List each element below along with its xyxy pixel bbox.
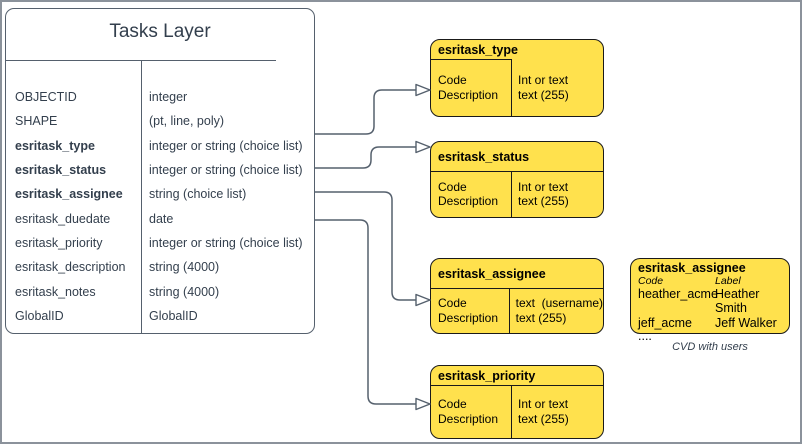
cvd-title: esritask_status (438, 149, 530, 164)
field-type: string (4000) (149, 284, 220, 299)
cvd-cell: Int or text (518, 179, 569, 194)
cvd-cell: text (255) (518, 411, 569, 426)
arrowheads (415, 83, 431, 411)
cvd-cell: Description (438, 411, 499, 426)
cvd-cell: Int or text (518, 397, 569, 411)
field-name: esritask_description (15, 260, 126, 275)
cvd-title: esritask_type (438, 42, 518, 57)
field-type: (pt, line, poly) (149, 114, 225, 129)
cvd-right-column: Int or text text (255) (512, 59, 569, 116)
field-type: integer or string (choice list) (149, 138, 303, 153)
cvd-title-divider (431, 59, 512, 60)
cvd-cell: Code (438, 296, 467, 310)
domain-col-header-code: Code (638, 275, 664, 287)
cvd-cell: Description (438, 194, 499, 208)
field-name: GlobalID (15, 308, 64, 323)
field-row-esritask-type: esritask_type integer or string (choice … (6, 134, 314, 158)
cvd-title-divider (431, 385, 603, 386)
arrowhead-type-icon (415, 83, 431, 97)
field-name: SHAPE (15, 114, 58, 129)
cvd-right-column: Int or text text (255) (512, 385, 569, 438)
cvd-right-column: text (username) text (255) (510, 288, 603, 333)
cvd-title: esritask_assignee (438, 266, 546, 281)
field-name: esritask_notes (15, 284, 96, 299)
tasks-layer-column-divider (141, 60, 142, 333)
cvd-cell: Code (438, 73, 467, 87)
tasks-layer-title: Tasks Layer (109, 21, 211, 42)
field-row-esritask-description: esritask_description string (4000) (6, 255, 314, 279)
field-name: esritask_status (15, 163, 107, 178)
field-type: integer or string (choice list) (149, 163, 303, 178)
domain-value-label: Jeff Walker (715, 315, 777, 330)
field-type: integer or string (choice list) (149, 235, 303, 250)
cvd-box-esritask-status: esritask_status Code Description Int or … (430, 141, 604, 218)
field-name: OBJECTID (15, 90, 77, 105)
field-type: GlobalID (149, 308, 198, 323)
connector-esritask-type (315, 89, 416, 135)
cvd-box-esritask-assignee: esritask_assignee Code Description text … (430, 258, 604, 334)
arrowhead-status-icon (415, 140, 431, 154)
cvd-with-users-caption: CVD with users (672, 341, 748, 353)
cvd-cell: Code (438, 397, 467, 411)
cvd-title-divider (431, 171, 603, 172)
field-name: esritask_priority (15, 235, 103, 250)
field-type: integer (149, 90, 188, 105)
cvd-title-divider (431, 288, 603, 289)
cvd-cell: text (255) (518, 194, 569, 208)
cvd-right-column: Int or text text (255) (512, 171, 569, 217)
cvd-cell: Description (438, 310, 499, 325)
connector-esritask-priority (315, 219, 416, 405)
cvd-title: esritask_priority (438, 368, 536, 383)
field-type: date (149, 211, 174, 226)
field-row-esritask-duedate: esritask_duedate date (6, 206, 314, 230)
connector-esritask-assignee (315, 191, 416, 301)
cvd-body: Code Description Int or text text (255) (431, 385, 603, 438)
cvd-cell: Int or text (518, 73, 569, 87)
domain-col-header-label: Label (715, 275, 741, 287)
cvd-cell: text (username) (515, 296, 603, 310)
cvd-cell: text (255) (518, 87, 569, 102)
tasks-layer-field-list: OBJECTID integer SHAPE (pt, line, poly) … (6, 85, 314, 328)
cvd-left-column: Code Description (431, 288, 510, 333)
cvd-body: Code Description Int or text text (255) (431, 59, 603, 116)
cvd-cell: Description (438, 87, 499, 102)
field-name: esritask_type (15, 138, 95, 153)
arrowhead-priority-icon (415, 397, 431, 411)
field-name: esritask_assignee (15, 187, 123, 202)
field-row-shape: SHAPE (pt, line, poly) (6, 109, 314, 133)
cvd-left-column: Code Description (431, 59, 512, 116)
cvd-left-column: Code Description (431, 385, 512, 438)
domain-value-code: jeff_acme (638, 315, 692, 330)
domain-value-code: heather_acme (638, 287, 718, 301)
domain-ellipsis: .... (638, 329, 652, 344)
domain-value-label: Heather Smith (715, 287, 760, 316)
field-type: string (choice list) (149, 187, 247, 202)
field-row-globalid: GlobalID GlobalID (6, 304, 314, 328)
cvd-left-column: Code Description (431, 171, 512, 217)
cvd-box-esritask-type: esritask_type Code Description Int or te… (430, 39, 604, 117)
field-row-esritask-priority: esritask_priority integer or string (cho… (6, 231, 314, 255)
connector-lines (315, 89, 416, 405)
cvd-body: Code Description text (username) text (2… (431, 288, 603, 333)
connector-esritask-status (315, 146, 416, 169)
field-row-objectid: OBJECTID integer (6, 85, 314, 109)
domain-title: esritask_assignee (638, 261, 746, 275)
cvd-body: Code Description Int or text text (255) (431, 171, 603, 217)
field-name: esritask_duedate (15, 211, 111, 226)
domain-values-grid: Code Label heather_acme Heather Smith je… (638, 275, 789, 330)
tasks-layer-table: Tasks Layer OBJECTID integer SHAPE (pt, … (5, 8, 315, 334)
arrowhead-assignee-icon (415, 293, 431, 307)
cvd-cell: text (255) (515, 310, 567, 325)
assignee-domain-values-box: esritask_assignee Code Label heather_acm… (630, 258, 790, 343)
field-type: string (4000) (149, 260, 220, 275)
cvd-box-esritask-priority: esritask_priority Code Description Int o… (430, 365, 604, 439)
cvd-cell: Code (438, 179, 467, 194)
field-row-esritask-assignee: esritask_assignee string (choice list) (6, 182, 314, 206)
field-row-esritask-notes: esritask_notes string (4000) (6, 279, 314, 303)
field-row-esritask-status: esritask_status integer or string (choic… (6, 158, 314, 182)
